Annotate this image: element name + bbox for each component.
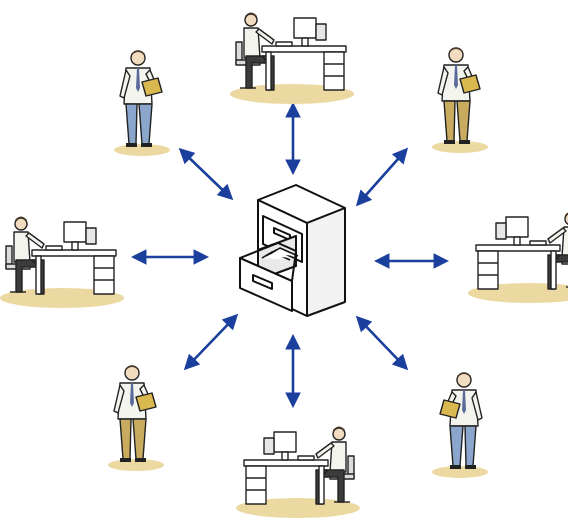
desk-worker-icon [236,426,360,518]
node-left-desk-worker [0,216,124,308]
arrow-bottom-left [183,313,239,371]
nodes-layer [0,12,568,518]
floor-shadow [230,84,354,104]
file-cabinet-icon [239,184,346,317]
node-bottom-desk-worker [236,426,360,518]
node-bottom-left-standing-khaki [108,365,164,471]
floor-shadow [236,498,360,518]
arrow-top-right [355,147,409,207]
node-top-left-standing-blue [114,50,170,156]
node-bottom-right-standing-blue [432,372,488,478]
standing-blue-icon [432,372,488,478]
arrow-top-left [178,147,234,201]
standing-khaki-icon [108,365,164,471]
arrow-bottom-right [355,315,409,371]
node-right-desk-worker [468,212,568,303]
standing-blue-icon [114,50,170,156]
node-top-right-standing-khaki [432,47,488,153]
desk-worker-icon [230,12,354,104]
standing-khaki-icon [432,47,488,153]
arrows-layer [130,101,450,409]
floor-shadow [0,288,124,308]
desk-worker-icon [468,212,568,303]
desk-worker-icon [0,216,124,308]
node-top-desk-worker [230,12,354,104]
